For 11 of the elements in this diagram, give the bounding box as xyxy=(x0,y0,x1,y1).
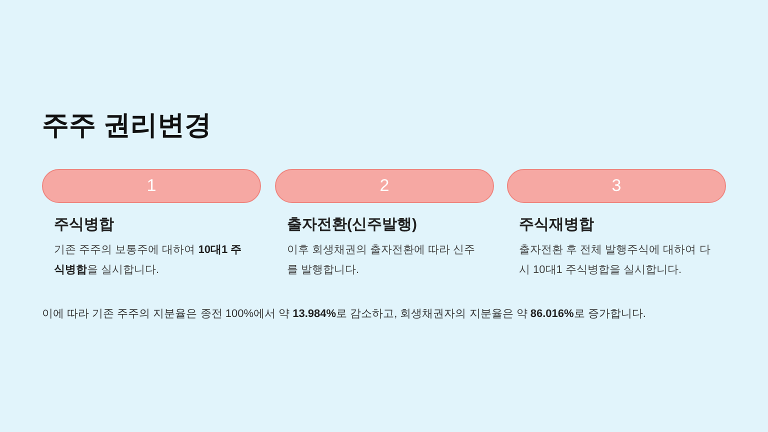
step-description: 이후 회생채권의 출자전환에 따라 신주를 발행합니다. xyxy=(287,243,476,278)
step-description: 출자전환 후 전체 발행주식에 대하여 다시 10대1 주식병합을 실시합니다. xyxy=(519,243,712,278)
step-pill: 3 xyxy=(507,169,726,203)
step-heading: 주식재병합 xyxy=(519,215,594,235)
step-pill: 2 xyxy=(275,169,494,203)
step-description: 기존 주주의 보통주에 대하여 10대1 주식병합을 실시합니다. xyxy=(54,243,243,278)
summary-note: 이에 따라 기존 주주의 지분율은 종전 100%에서 약 13.984%로 감소하고, 회생채권자의 지분율은 약 86.016%로 증가합니다. xyxy=(42,307,646,322)
step-pill: 1 xyxy=(42,169,261,203)
step-heading: 출자전환(신주발행) xyxy=(287,215,417,235)
slide-title: 주주 권리변경 xyxy=(42,109,212,142)
step-heading: 주식병합 xyxy=(54,215,114,235)
